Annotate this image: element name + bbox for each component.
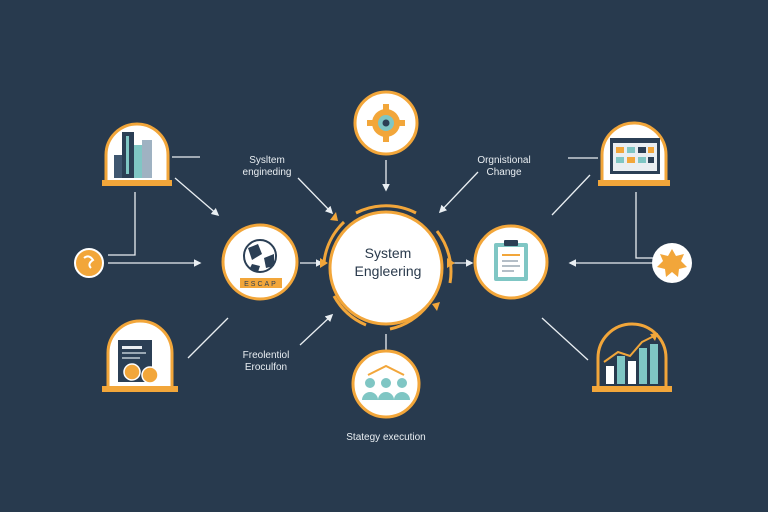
label-strategy-execution: Stategy execution (346, 432, 426, 443)
connector-doc-to-chart (541, 317, 589, 361)
connector-exec-to-center (299, 313, 334, 346)
label-top-right-line1: Orgnistional (477, 155, 531, 166)
gear-icon (367, 104, 405, 142)
label-system-engineering: Sysltem engineding (232, 155, 302, 179)
escap-badge-text: ESCAP (244, 281, 278, 288)
label-top-left-line2: engineding (242, 167, 292, 178)
connector-building-down (174, 177, 220, 217)
starburst-icon (657, 249, 687, 277)
finance-icon (118, 340, 159, 384)
dashboard-icon (610, 138, 660, 174)
bottom-people-node (351, 349, 421, 419)
label-organisational-change: Orgnistional Change (466, 155, 542, 179)
escap-badge (240, 278, 282, 288)
label-top-left-line1: Sysltem (249, 155, 285, 166)
center-node (328, 210, 444, 326)
orbit-arrow-marks (320, 212, 455, 311)
coin-icon (83, 255, 95, 269)
center-title-line2: Engleering (354, 263, 422, 279)
ball-icon (243, 239, 277, 273)
right-document-node (473, 224, 549, 300)
label-financial-execution: Freolentiol Eroculfon (228, 350, 304, 374)
connector-screen-to-star (635, 192, 655, 259)
label-bottom-left-line2: Eroculfon (244, 362, 288, 373)
team-icon (362, 364, 410, 400)
connector-label-to-center (297, 177, 334, 215)
connector-doc-to-center (187, 317, 229, 359)
city-icon (114, 132, 152, 178)
center-title-line1: System (364, 245, 412, 261)
top-gear-node (353, 90, 419, 156)
connector-lines (108, 156, 655, 361)
connector-org-to-center (438, 171, 479, 214)
screen-card (598, 121, 670, 186)
connector-screen-down (551, 174, 591, 216)
bar-chart-icon (603, 333, 658, 384)
connector-building-to-coin (108, 192, 136, 256)
center-orbit-ring (322, 204, 453, 331)
growth-chart-card (592, 322, 672, 392)
center-title: System Engleering (330, 244, 446, 280)
clipboard-icon (494, 240, 528, 281)
buildings-card (102, 122, 172, 186)
star-node (652, 243, 692, 283)
label-top-right-line2: Change (486, 167, 522, 178)
coin-node (74, 248, 104, 278)
documents-card (102, 319, 178, 392)
label-bottom-left-line1: Freolentiol (242, 350, 290, 361)
left-ball-node (221, 223, 299, 301)
